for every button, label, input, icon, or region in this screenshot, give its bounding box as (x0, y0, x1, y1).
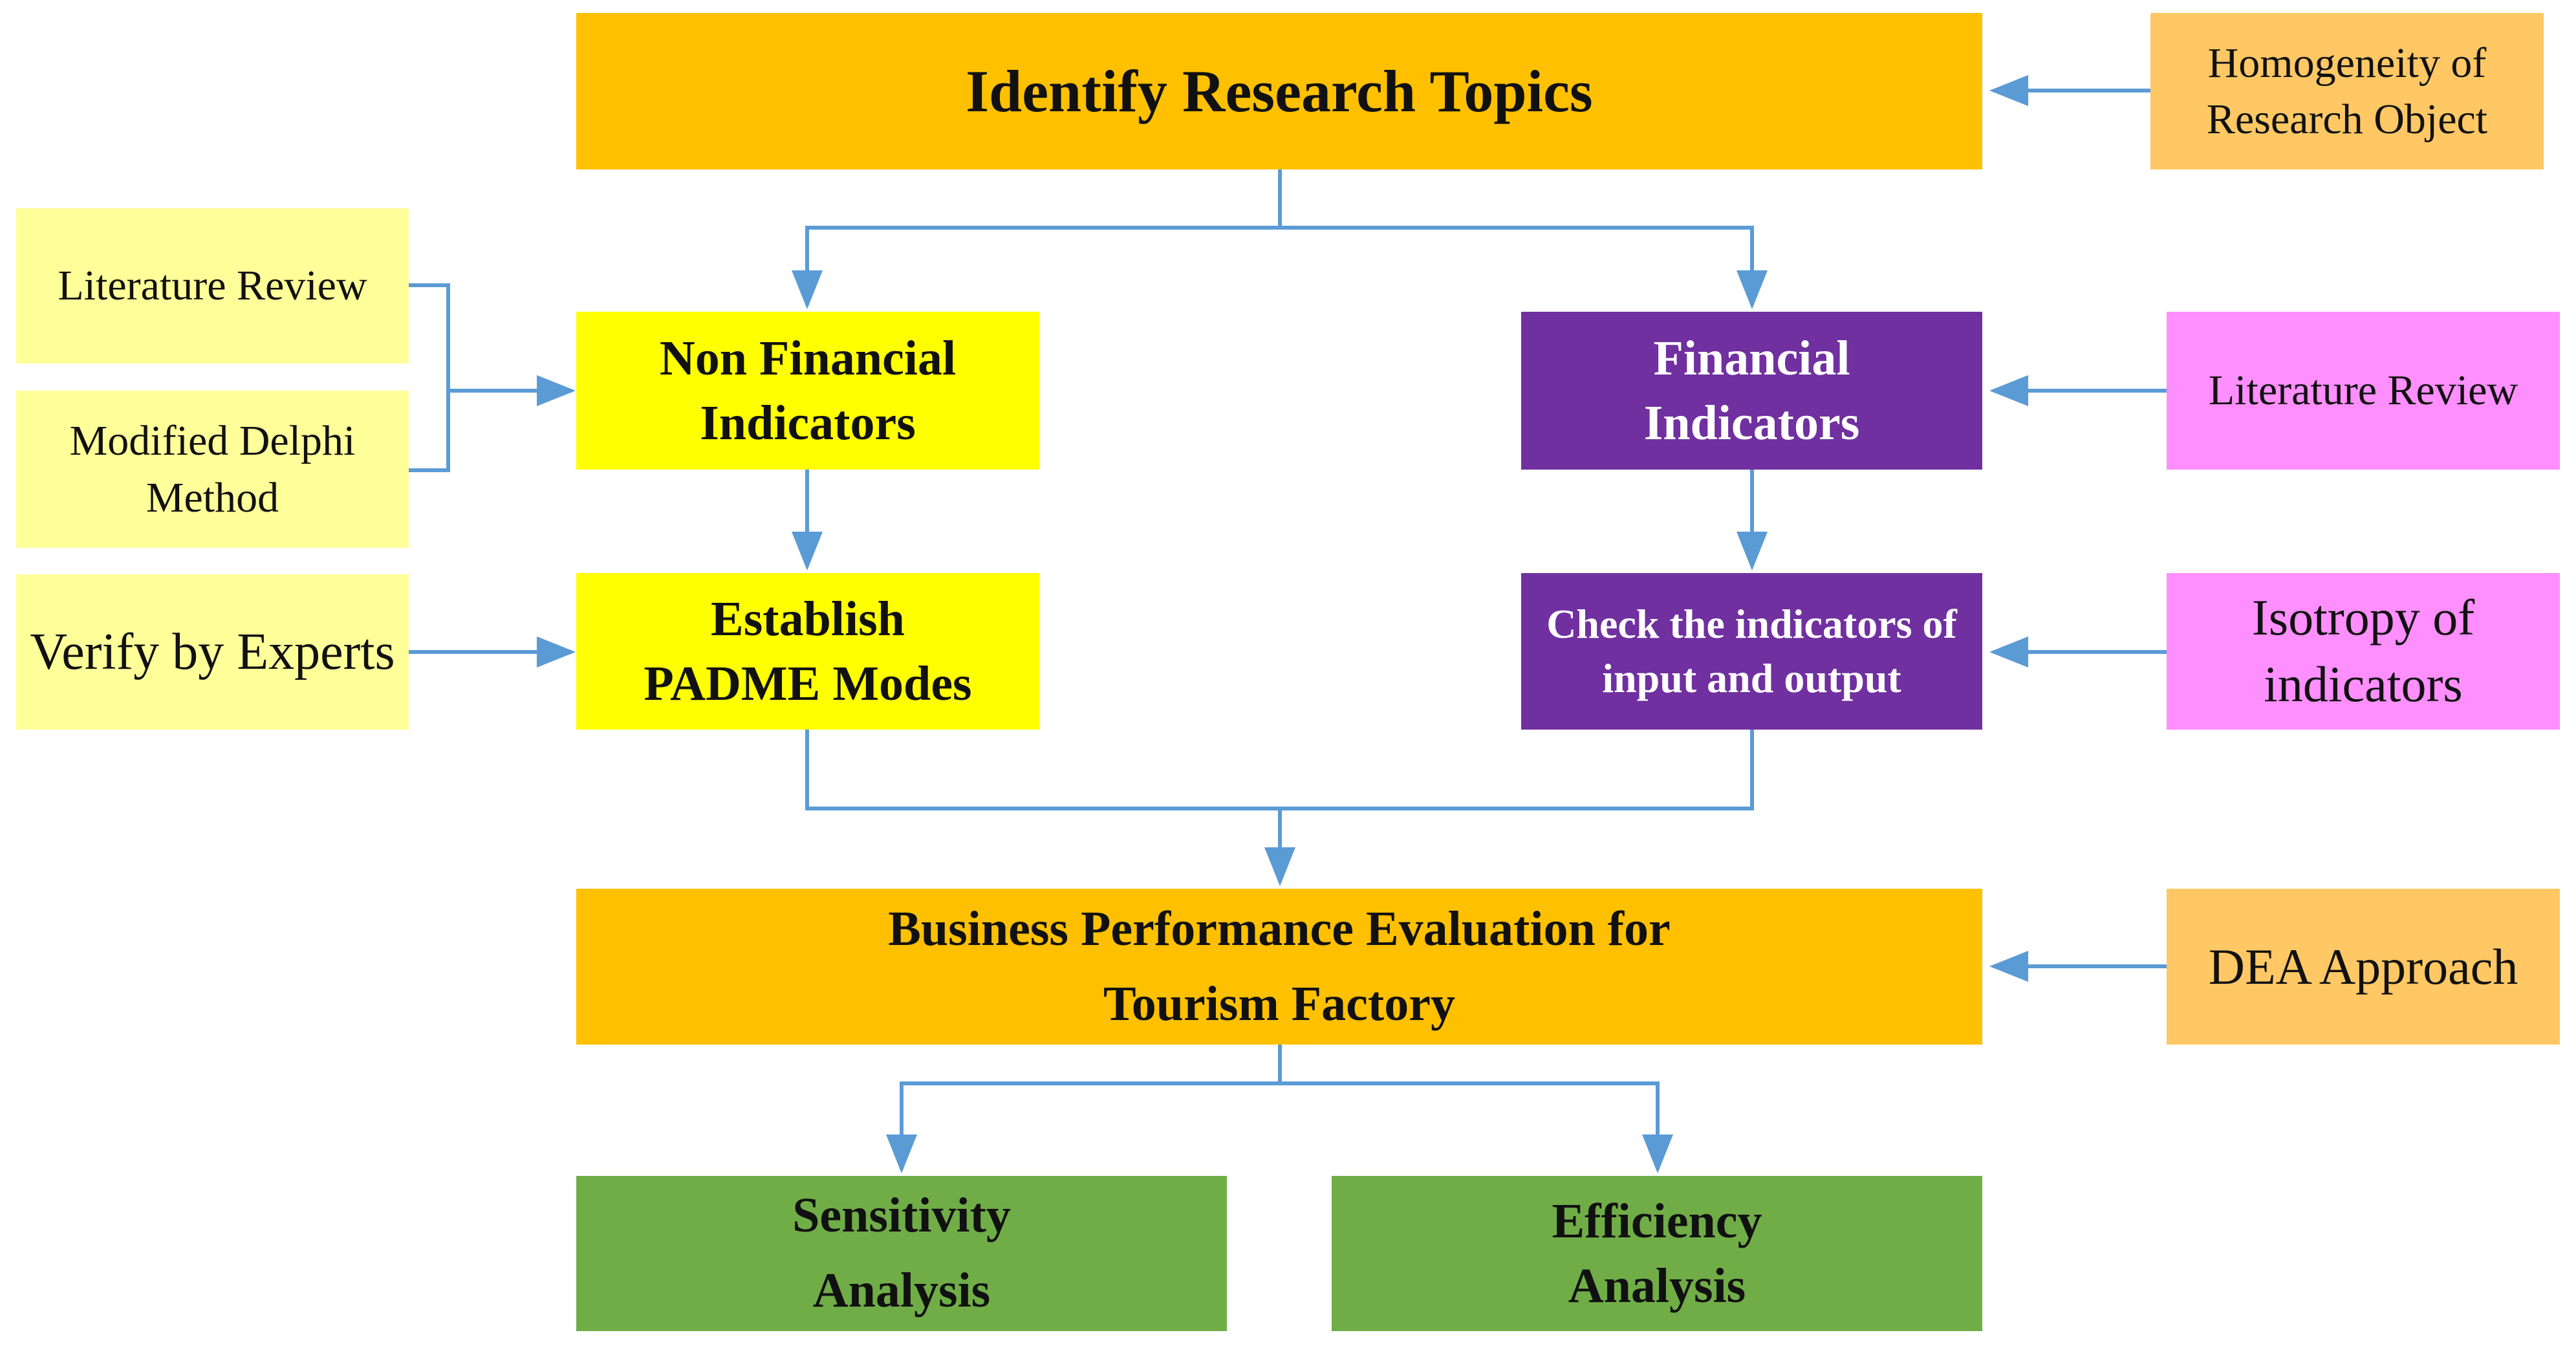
literature-review-left-box: Literature Review (16, 208, 409, 364)
modified-delphi-box: Modified Delphi Method (16, 391, 409, 548)
verify-by-experts-box: Verify by Experts (16, 574, 409, 730)
arrow-evaluation-to-sensitivity (886, 1045, 1282, 1173)
check-indicators-label: Check the indicators of input and output (1546, 600, 1957, 701)
literature-review-left-label: Literature Review (58, 262, 367, 309)
efficiency-analysis-label: Efficiency Analysis (1552, 1193, 1762, 1313)
identify-research-topics-box: Identify Research Topics (576, 13, 1982, 169)
identify-research-topics-label: Identify Research Topics (966, 58, 1593, 124)
efficiency-analysis-box: Efficiency Analysis (1332, 1176, 1982, 1331)
establish-padme-label: Establish PADME Modes (644, 591, 972, 711)
dea-approach-label: DEA Approach (2208, 938, 2518, 995)
verify-by-experts-label: Verify by Experts (30, 623, 395, 680)
isotropy-box: Isotropy of indicators (2167, 573, 2560, 730)
financial-indicators-label: Financial Indicators (1643, 331, 1860, 450)
non-financial-indicators-label: Non Financial Indicators (659, 331, 957, 450)
sensitivity-analysis-label: Sensitivity Analysis (792, 1188, 1011, 1318)
arrow-evaluation-to-efficiency (1280, 1081, 1673, 1173)
non-financial-indicators-box: Non Financial Indicators (576, 312, 1039, 470)
homogeneity-label: Homogeneity of Research Object (2206, 39, 2488, 143)
business-evaluation-label: Business Performance Evaluation for Tour… (888, 901, 1671, 1031)
establish-padme-box: Establish PADME Modes (576, 573, 1039, 730)
merge-line (805, 730, 1754, 810)
connectors (409, 75, 2167, 1173)
dea-approach-box: DEA Approach (2167, 889, 2560, 1045)
modified-delphi-label: Modified Delphi Method (69, 417, 356, 521)
bracket-left-sources (409, 283, 450, 472)
literature-review-right-box: Literature Review (2167, 312, 2560, 470)
business-evaluation-box: Business Performance Evaluation for Tour… (576, 889, 1982, 1045)
sensitivity-analysis-box: Sensitivity Analysis (576, 1176, 1227, 1331)
homogeneity-box: Homogeneity of Research Object (2150, 13, 2544, 169)
literature-review-right-label: Literature Review (2208, 367, 2518, 414)
check-indicators-box: Check the indicators of input and output (1521, 573, 1982, 730)
isotropy-label: Isotropy of indicators (2251, 589, 2475, 712)
arrow-topics-to-non-financial (792, 169, 1282, 309)
arrow-topics-to-financial (1280, 226, 1768, 309)
financial-indicators-box: Financial Indicators (1521, 312, 1982, 470)
